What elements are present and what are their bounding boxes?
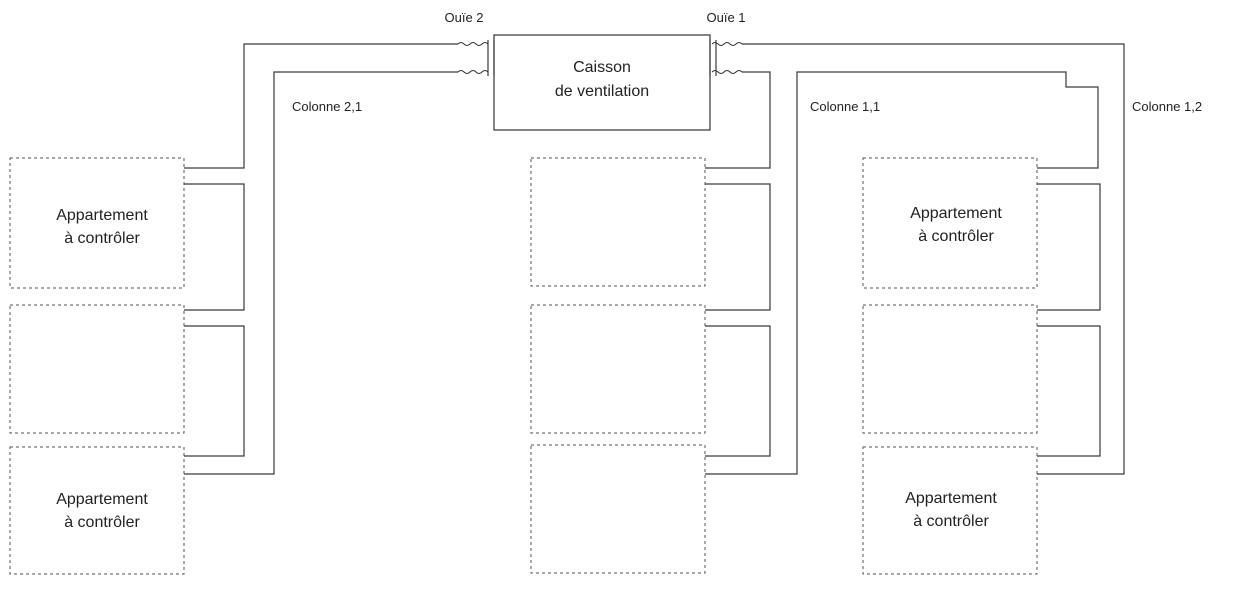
column-2-1-label: Colonne 2,1 [292,99,362,114]
apartment-left-top-label-line2: à contrôler [64,230,140,247]
apartment-middle-middle [530,304,706,434]
left-duct-loops [172,183,245,457]
left-duct-outer [172,43,458,169]
column-1-2-duct [742,43,1125,475]
apartment-left-bottom-label-line2: à contrôler [64,514,140,531]
apartment-right-bottom-label-line1: Appartement [905,490,997,507]
apartment-left-middle [9,304,185,434]
fan-box-label-line2: de ventilation [555,83,649,100]
right-duct-loops [1024,183,1101,457]
apartment-left-bottom [9,446,185,575]
middle-duct-loops [696,183,771,457]
column-1-1-label: Colonne 1,1 [810,99,880,114]
apartment-right-top [862,157,1038,289]
outlet-2-label: Ouïe 2 [444,10,483,25]
column-1-2-label: Colonne 1,2 [1132,99,1202,114]
apartment-left-top-label-line1: Appartement [56,207,148,224]
apartment-right-middle [862,304,1038,434]
outlet-1-label: Ouïe 1 [706,10,745,25]
middle-duct-top [696,71,771,169]
outlet-1-flex-connector [709,40,743,76]
apartment-right-bottom [862,446,1038,575]
left-duct-inner [172,71,458,475]
outlet-2-flex-connector [457,40,495,76]
apartment-right-bottom-label-line2: à contrôler [913,513,989,530]
apartment-middle-bottom [530,444,706,574]
apartment-right-top-label-line2: à contrôler [918,228,994,245]
apartment-middle-top [530,157,706,287]
fan-box [493,34,711,131]
apartment-left-bottom-label-line1: Appartement [56,491,148,508]
column-1-1-duct [696,71,1099,475]
apartment-right-top-label-line1: Appartement [910,205,1002,222]
fan-box-label-line1: Caisson [573,59,631,76]
apartment-left-top [9,157,185,289]
